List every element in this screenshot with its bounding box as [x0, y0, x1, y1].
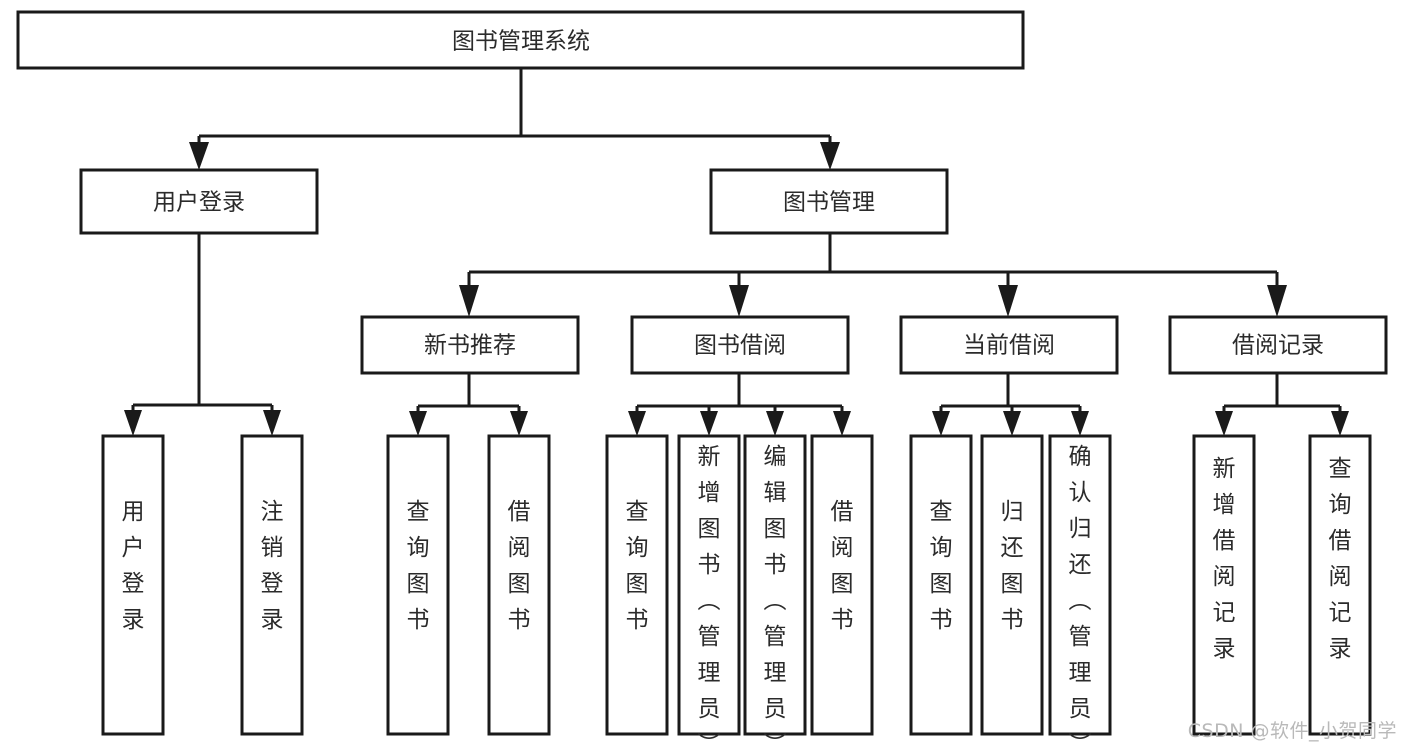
node-user-login[interactable]: 用户登录 — [79, 168, 319, 235]
node-leaf-user-login-box[interactable] — [101, 434, 165, 736]
node-leaf-add-book[interactable]: 新增图书︵管理员︶ — [677, 434, 741, 747]
node-leaf-query-book-2-label: 查询图书 — [626, 499, 649, 633]
node-leaf-borrow-book-2-label: 借阅图书 — [831, 499, 854, 633]
node-leaf-confirm-return-box[interactable] — [1048, 434, 1112, 736]
node-leaf-query-record-label: 查询借阅记录 — [1329, 456, 1352, 662]
node-current-borrow-label: 当前借阅 — [963, 333, 1055, 359]
node-leaf-edit-book-box[interactable] — [743, 434, 807, 736]
arrowhead-borrow-record — [1267, 285, 1287, 317]
node-leaf-query-book-2[interactable]: 查询图书 — [605, 434, 669, 736]
arrowhead-leaf-borrow-book-2 — [833, 411, 851, 436]
node-leaf-return-book-label: 归还图书 — [1001, 499, 1024, 633]
arrowhead-leaf-borrow-book-1 — [510, 411, 528, 436]
node-leaf-borrow-book-1-label: 借阅图书 — [508, 499, 531, 633]
node-borrow-record-box[interactable] — [1168, 315, 1388, 375]
node-leaf-query-book-1[interactable]: 查询图书 — [386, 434, 450, 736]
node-new-book-rec[interactable]: 新书推荐 — [360, 315, 580, 375]
node-book-borrow-box[interactable] — [630, 315, 850, 375]
node-leaf-query-book-3-box[interactable] — [909, 434, 973, 736]
node-root-label: 图书管理系统 — [452, 29, 590, 55]
arrowhead-user-login — [189, 142, 209, 170]
arrowhead-book-manage — [820, 142, 840, 170]
arrowhead-leaf-edit-book — [766, 411, 784, 436]
node-leaf-return-book-box[interactable] — [980, 434, 1044, 736]
arrowhead-leaf-confirm-return — [1071, 411, 1089, 436]
node-borrow-record-label: 借阅记录 — [1232, 333, 1324, 359]
node-leaf-edit-book[interactable]: 编辑图书︵管理员︶ — [743, 434, 807, 747]
node-new-book-rec-label: 新书推荐 — [424, 333, 516, 359]
node-leaf-user-login[interactable]: 用户登录 — [101, 434, 165, 736]
node-book-manage[interactable]: 图书管理 — [709, 168, 949, 235]
arrowhead-leaf-add-record — [1215, 411, 1233, 436]
node-book-manage-box[interactable] — [709, 168, 949, 235]
node-leaf-query-book-1-label: 查询图书 — [407, 499, 430, 633]
node-leaf-query-record[interactable]: 查询借阅记录 — [1308, 434, 1372, 736]
node-book-manage-label: 图书管理 — [783, 190, 875, 216]
arrowhead-leaf-query-record — [1331, 411, 1349, 436]
node-root[interactable]: 图书管理系统 — [16, 10, 1025, 70]
node-leaf-edit-book-label: 编辑图书︵管理员︶ — [764, 444, 787, 747]
node-leaf-confirm-return[interactable]: 确认归还︵管理员︶ — [1048, 434, 1112, 747]
node-leaf-borrow-book-2[interactable]: 借阅图书 — [810, 434, 874, 736]
node-leaf-user-login-label: 用户登录 — [122, 499, 145, 633]
node-book-borrow-label: 图书借阅 — [694, 333, 786, 359]
connector-layer — [124, 68, 1349, 436]
node-leaf-add-record[interactable]: 新增借阅记录 — [1192, 434, 1256, 736]
node-leaf-add-record-label: 新增借阅记录 — [1213, 456, 1236, 662]
node-book-borrow[interactable]: 图书借阅 — [630, 315, 850, 375]
node-leaf-add-record-box[interactable] — [1192, 434, 1256, 736]
arrowhead-leaf-query-book-1 — [409, 411, 427, 436]
arrowhead-book-borrow — [729, 285, 749, 317]
node-leaf-borrow-book-2-box[interactable] — [810, 434, 874, 736]
node-leaf-borrow-book-1[interactable]: 借阅图书 — [487, 434, 551, 736]
arrowhead-new-book-rec — [459, 285, 479, 317]
node-current-borrow-box[interactable] — [899, 315, 1119, 375]
node-leaf-add-book-box[interactable] — [677, 434, 741, 736]
node-user-login-box[interactable] — [79, 168, 319, 235]
node-new-book-rec-box[interactable] — [360, 315, 580, 375]
node-leaf-logout[interactable]: 注销登录 — [240, 434, 304, 736]
node-leaf-query-record-box[interactable] — [1308, 434, 1372, 736]
node-leaf-confirm-return-label: 确认归还︵管理员︶ — [1069, 444, 1092, 747]
arrowhead-leaf-add-book — [700, 411, 718, 436]
node-leaf-borrow-book-1-box[interactable] — [487, 434, 551, 736]
node-leaf-query-book-1-box[interactable] — [386, 434, 450, 736]
arrowhead-leaf-user-login — [124, 410, 142, 436]
arrowhead-leaf-query-book-2 — [628, 411, 646, 436]
node-leaf-add-book-label: 新增图书︵管理员︶ — [698, 444, 721, 747]
arrowhead-current-borrow — [998, 285, 1018, 317]
node-current-borrow[interactable]: 当前借阅 — [899, 315, 1119, 375]
node-leaf-query-book-3-label: 查询图书 — [930, 499, 953, 633]
node-user-login-label: 用户登录 — [153, 190, 245, 216]
node-root-box[interactable] — [16, 10, 1025, 70]
node-borrow-record[interactable]: 借阅记录 — [1168, 315, 1388, 375]
node-leaf-logout-box[interactable] — [240, 434, 304, 736]
node-leaf-query-book-2-box[interactable] — [605, 434, 669, 736]
arrowhead-leaf-query-book-3 — [932, 411, 950, 436]
arrowhead-leaf-return-book — [1003, 411, 1021, 436]
node-leaf-logout-label: 注销登录 — [261, 499, 284, 633]
arrowhead-leaf-logout — [263, 410, 281, 436]
node-leaf-return-book[interactable]: 归还图书 — [980, 434, 1044, 736]
node-leaf-query-book-3[interactable]: 查询图书 — [909, 434, 973, 736]
csdn-watermark: CSDN @软件_小贺同学 — [1187, 720, 1397, 742]
